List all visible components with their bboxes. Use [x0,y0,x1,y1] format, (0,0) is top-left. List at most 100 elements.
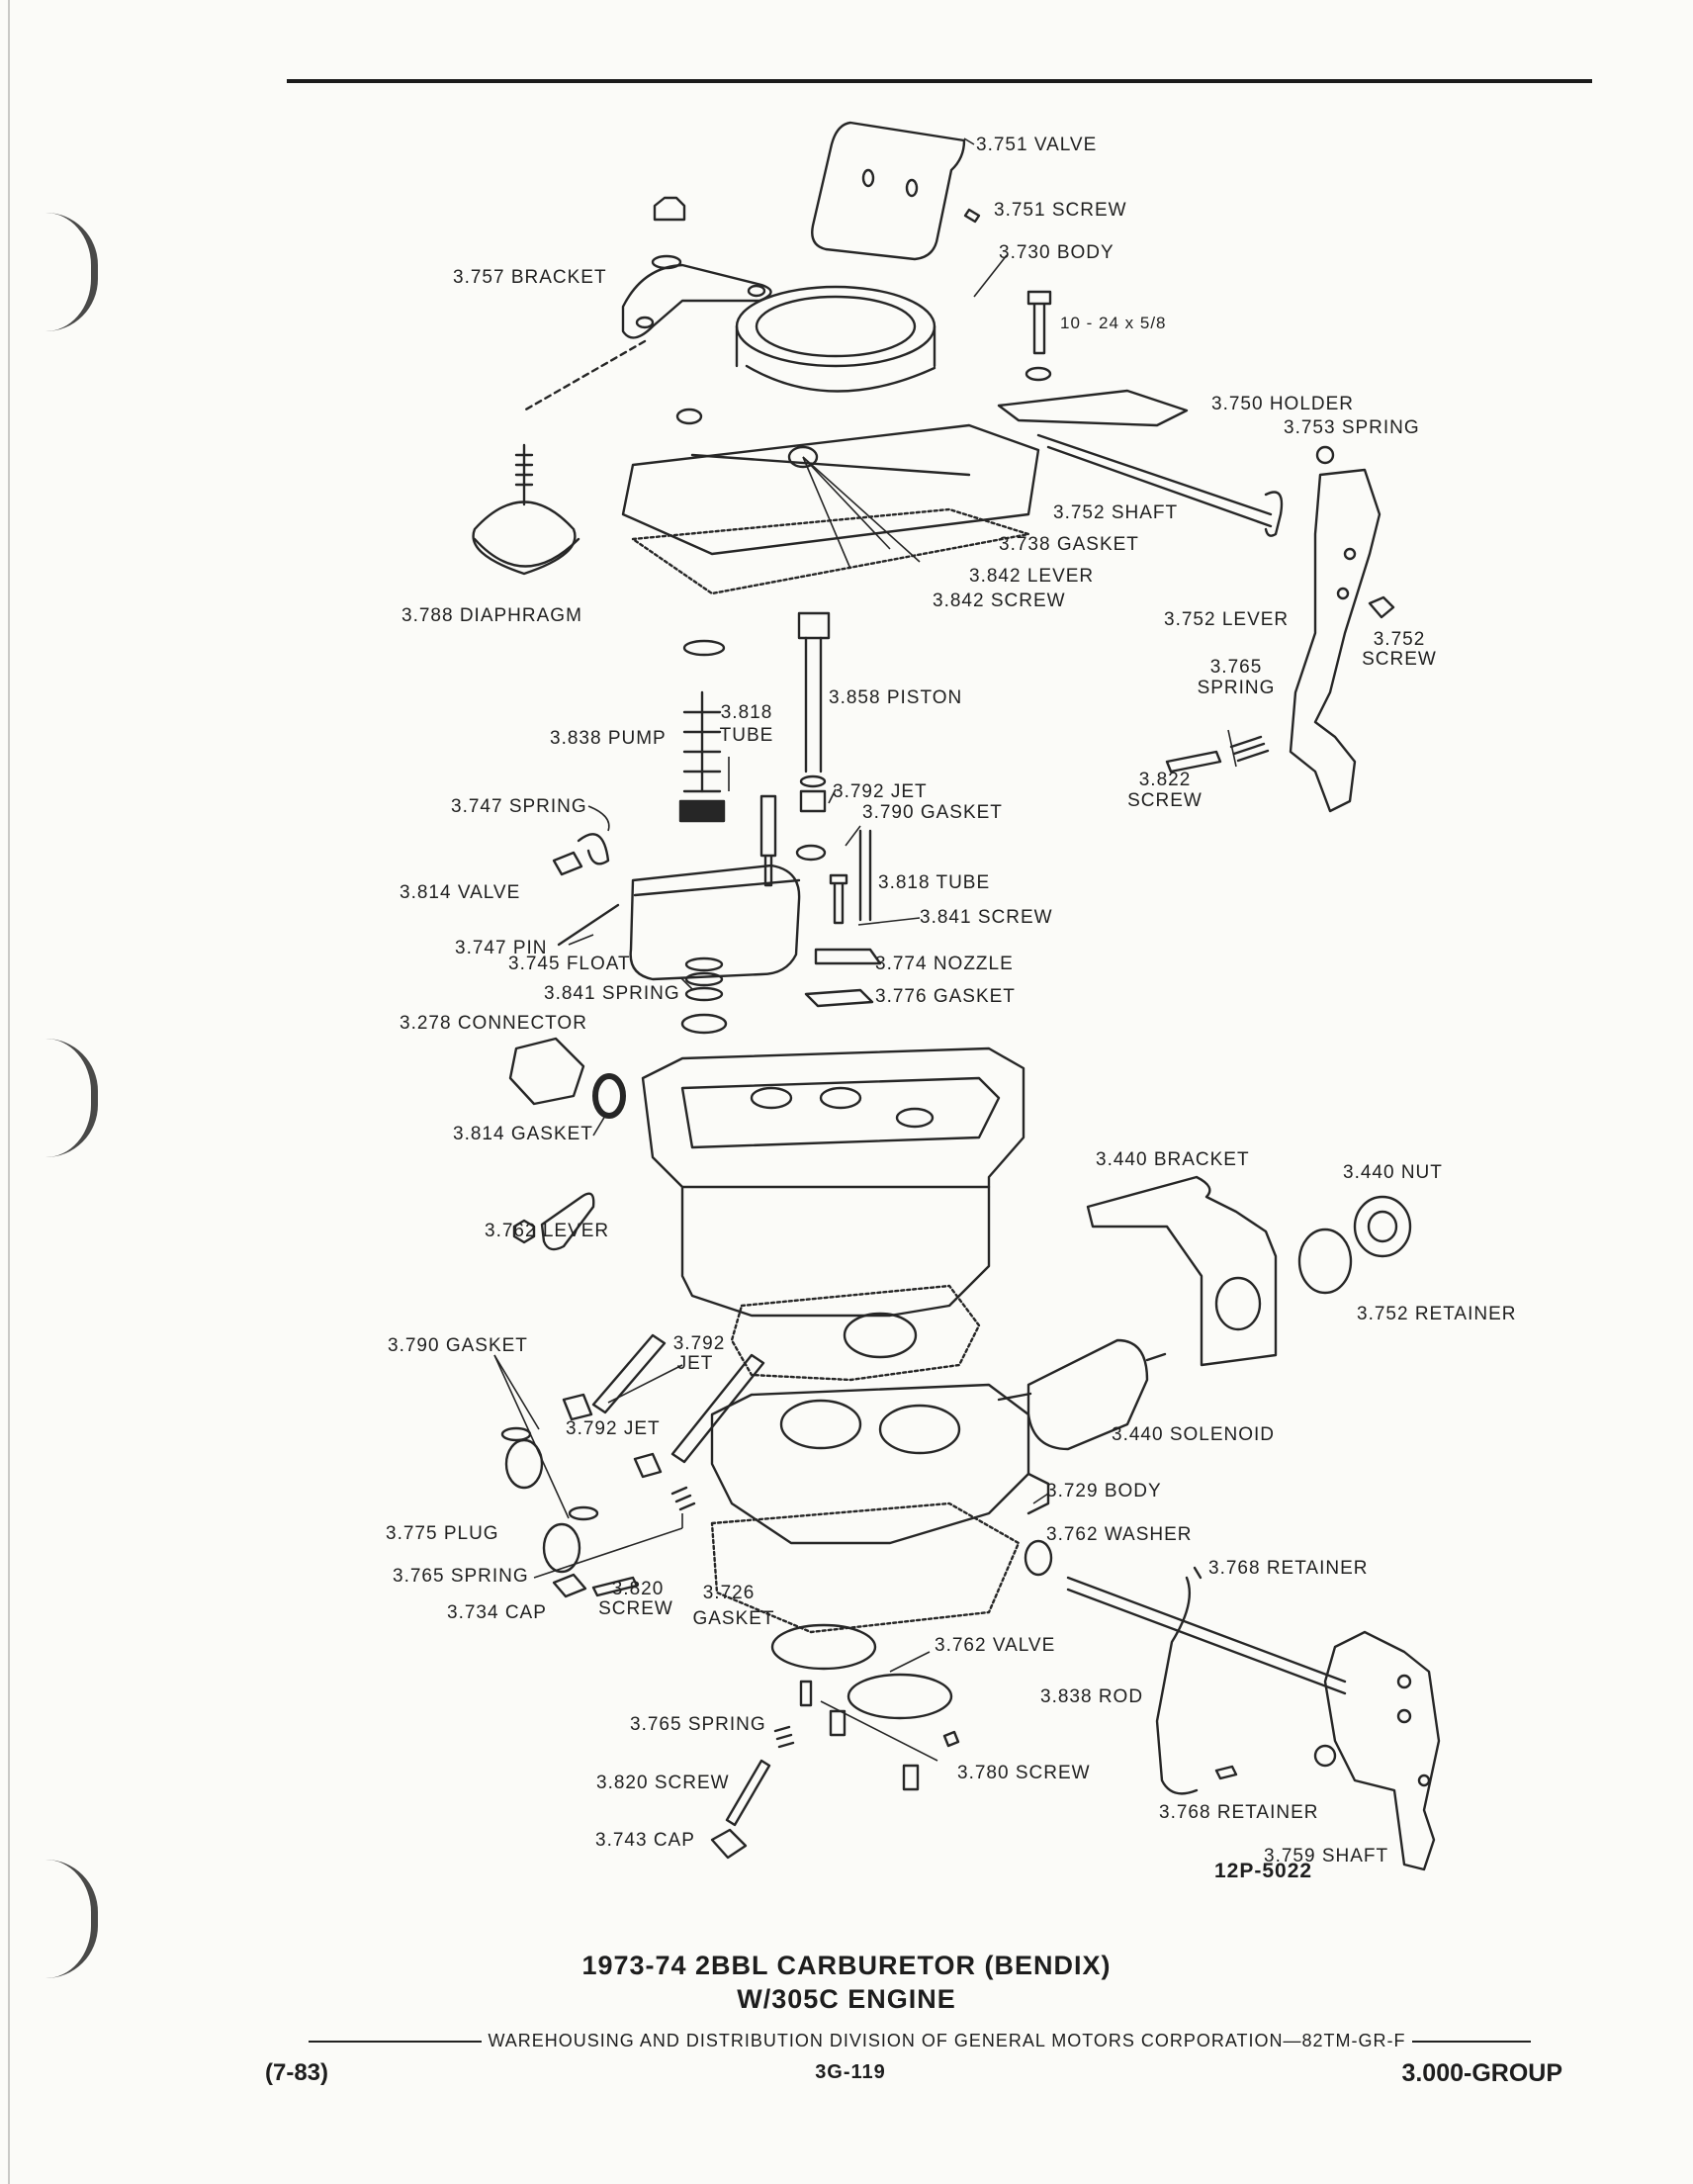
label-3753-spring: 3.753 SPRING [1284,417,1420,438]
throttle-bore [878,1404,961,1455]
float-spring [577,833,610,865]
label-3762-washer: 3.762 WASHER [1046,1524,1193,1545]
bracket-3757 [621,263,772,339]
label-3765-spring-num: 3.765 [1209,657,1263,678]
footer-division-text: WAREHOUSING AND DISTRIBUTION DIVISION OF… [488,2031,1406,2050]
pump-spring [682,710,722,793]
label-3752-screw-word: SCREW [1362,649,1437,670]
label-3752-screw-num: 3.752 [1373,629,1426,650]
nozzle-screw [829,873,848,925]
label-3841-spring: 3.841 SPRING [544,983,680,1004]
label-3858-piston: 3.858 PISTON [829,687,963,708]
lever-3762 [540,1192,595,1251]
label-3820-screw-bottom: 3.820 SCREW [596,1773,730,1793]
idle-tube [858,829,872,922]
label-3765-spring-low: 3.765 SPRING [393,1566,529,1587]
throttle-valve-2 [846,1673,953,1720]
bracket-hole [747,284,766,298]
nozzle-gasket [804,988,874,1008]
label-3751-valve: 3.751 VALVE [976,135,1098,155]
figure-title-line1: 1973-74 2BBL CARBURETOR (BENDIX) [581,1951,1112,1980]
label-3776-gasket: 3.776 GASKET [875,986,1016,1007]
diaphragm-rim [473,537,580,568]
base-gasket-3726 [710,1502,1021,1634]
label-3738-gasket: 3.738 GASKET [999,534,1139,555]
air-horn-inner [755,295,917,358]
piston-head [797,611,831,640]
label-3820-screw-word: SCREW [598,1598,673,1619]
throttle-shaft-edge [1066,1588,1347,1695]
label-3841-screw: 3.841 SCREW [920,907,1053,928]
label-3440-nut: 3.440 NUT [1343,1162,1443,1183]
vacuum-diaphragm [472,500,577,576]
label-3818-tube: 3.818 TUBE [878,872,991,893]
label-3790-gasket-top: 3.790 GASKET [862,802,1003,823]
valve-hole [905,178,919,198]
bowl-well [750,1086,793,1110]
binder-hole-middle [45,1039,98,1157]
label-3792-jet-word: JET [676,1353,714,1374]
label-3730-body: 3.730 BODY [999,242,1114,263]
label-3734-cap: 3.734 CAP [447,1602,547,1623]
spring-seat [680,1013,728,1035]
valve-screw-small [942,1730,960,1748]
throttle-valve-1 [770,1623,877,1671]
bolt-10-24 [1026,290,1052,355]
top-rule [287,79,1592,83]
bowl-top-opening [680,1076,1001,1149]
footer-dash-right [1411,2041,1531,2044]
page-edge [8,0,10,2184]
lever-spring [1229,735,1270,763]
label-3752-lever: 3.752 LEVER [1164,609,1290,630]
plug-gasket [568,1505,599,1521]
label-3765-spring-bottom: 3.765 SPRING [630,1714,766,1735]
lever-nut [512,1219,536,1244]
idle-spring [670,1486,696,1511]
label-3820-screw-num: 3.820 [611,1579,665,1599]
leader-lines [493,137,1237,1762]
bolt-washer [1025,366,1052,382]
piston-rod [804,636,823,774]
binder-hole-top [45,213,98,331]
spring-coil [684,986,724,1002]
solenoid-retainer [1297,1228,1353,1295]
spring-coil [684,956,724,972]
rod-retainer-top [1193,1566,1203,1580]
valve-screw [963,208,981,224]
mixture-spring [773,1725,795,1749]
choke-lever-3752 [1289,468,1381,813]
throttle-body-3729 [710,1383,1030,1545]
shaft-washer [1024,1539,1053,1577]
body-washer [675,408,703,425]
choke-shaft [1036,433,1273,516]
piston-base [799,774,827,788]
label-3765-spring-word: SPRING [1197,678,1276,698]
power-jet-2 [670,1353,765,1464]
label-3814-valve: 3.814 VALVE [400,882,521,903]
label-3792-jet-top: 3.792 JET [833,781,928,802]
holder-spring [1315,445,1335,465]
label-3762-lever: 3.762 LEVER [485,1221,610,1241]
label-3768-retainer-low: 3.768 RETAINER [1159,1802,1319,1823]
air-horn-wall [735,324,936,368]
choke-valve-plate [811,121,966,261]
pump-nozzle [814,948,882,965]
binder-hole-bottom [45,1860,98,1978]
bowl-well [895,1107,935,1129]
solenoid-3440 [1026,1338,1149,1451]
label-3792-jet-low: 3.792 JET [566,1418,661,1439]
label-3790-gasket-low: 3.790 GASKET [388,1335,528,1356]
throttle-lever [1323,1630,1441,1871]
label-3747-pin: 3.747 PIN [455,938,548,958]
footer-dash-left [309,2041,483,2044]
main-jet [799,789,827,813]
footer-division-line: WAREHOUSING AND DISTRIBUTION DIVISION OF… [267,2031,1572,2051]
body-boss [1026,1472,1050,1515]
label-3278-connector: 3.278 CONNECTOR [400,1013,587,1034]
choke-holder [997,389,1189,427]
idle-cap [552,1573,587,1598]
label-3818-tube-word: TUBE [719,725,774,746]
accelerator-rod [1155,1576,1199,1795]
upper-body-plate [621,423,1040,556]
